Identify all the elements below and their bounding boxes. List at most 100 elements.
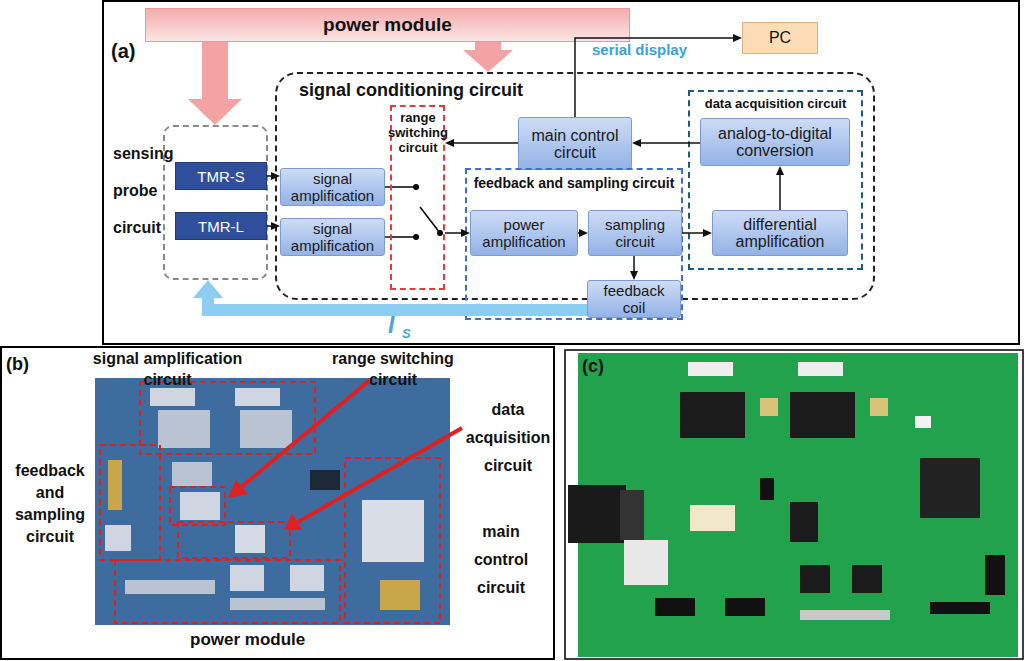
panel-label: (c) xyxy=(582,356,604,377)
power-arrow xyxy=(463,42,513,72)
relay xyxy=(624,540,668,585)
power-arrow xyxy=(188,42,242,125)
component xyxy=(172,462,212,486)
pin-header xyxy=(380,580,420,610)
ic-chip xyxy=(240,410,292,448)
process-box: signal amplification xyxy=(280,168,385,206)
signal-connector xyxy=(776,166,784,210)
process-box: feedback coil xyxy=(587,280,681,318)
regulator xyxy=(800,565,830,593)
regulator-tab xyxy=(620,490,644,540)
arrowhead xyxy=(463,50,513,72)
connector-line xyxy=(385,186,390,188)
signal-connector xyxy=(682,229,712,237)
pc-box: PC xyxy=(742,22,818,54)
arrowhead xyxy=(188,99,242,125)
signal-connector xyxy=(267,222,280,230)
connector xyxy=(798,362,843,376)
arrowhead xyxy=(193,280,223,298)
arrowhead xyxy=(703,229,712,237)
signal-connector xyxy=(578,229,588,237)
node-text: signal amplification xyxy=(286,220,379,254)
node-text: power module xyxy=(323,14,452,36)
connector-line xyxy=(682,232,703,234)
connector-line xyxy=(575,38,733,117)
arrowhead xyxy=(776,166,784,175)
node-text: data acquisition circuit xyxy=(690,96,861,111)
arrowhead xyxy=(271,222,280,230)
button xyxy=(915,416,931,428)
pin-header xyxy=(985,555,1005,595)
connector-line xyxy=(633,256,635,271)
connector-line xyxy=(578,232,579,234)
signal-connector xyxy=(632,139,700,147)
panel-frame xyxy=(103,1,1019,344)
node-text: feedback coil xyxy=(593,282,675,316)
part-label: power module xyxy=(190,630,305,650)
switch-wire xyxy=(390,236,415,238)
circuit-group: signal conditioning circuitsignal amplif… xyxy=(275,72,875,300)
ic-chip xyxy=(158,410,210,448)
signal-connector xyxy=(385,187,390,188)
heatsink xyxy=(568,485,626,543)
mcu-chip xyxy=(362,500,424,562)
leader-arrowhead xyxy=(284,513,302,530)
process-box: analog-to-digital conversion xyxy=(700,118,850,166)
signal-name: I xyxy=(388,314,394,337)
signal-connector xyxy=(267,172,280,180)
pin-header xyxy=(725,598,765,616)
regulator xyxy=(290,565,324,591)
pin-header xyxy=(655,598,695,616)
panel-label: (b) xyxy=(6,354,29,375)
node-text: power amplification xyxy=(476,216,572,250)
leader-arrow xyxy=(298,428,462,522)
regulator xyxy=(852,565,882,593)
node-text: range switching circuit xyxy=(386,110,450,155)
connector-line xyxy=(641,142,700,144)
node-text: PC xyxy=(769,29,791,47)
switch-contact xyxy=(413,184,419,190)
switch-wire xyxy=(390,186,415,188)
connector-line xyxy=(445,232,461,234)
part-label: main control circuit xyxy=(455,518,547,602)
process-box: sampling circuit xyxy=(588,210,682,256)
process-box: differential amplification xyxy=(712,210,848,256)
region-outline xyxy=(115,560,340,623)
arrowhead xyxy=(271,172,280,180)
signal-connector xyxy=(445,229,470,237)
pcb-board xyxy=(578,353,1018,657)
process-box: power amplification xyxy=(470,210,578,256)
signal-name: S xyxy=(402,327,411,340)
pcb-board xyxy=(95,378,450,625)
node-text: differential amplification xyxy=(718,216,842,250)
connector-line xyxy=(454,142,518,144)
region-outline xyxy=(178,522,290,558)
arrowhead xyxy=(579,229,588,237)
connector-line xyxy=(208,298,587,310)
region-outline xyxy=(170,487,225,525)
sensor-box: TMR-S xyxy=(175,162,267,190)
trimmer xyxy=(760,398,778,416)
feedback-current-arrow xyxy=(193,280,587,310)
switch-group: range switching circuit xyxy=(390,105,445,290)
signal-connector xyxy=(630,256,638,280)
node-text: feedback and sampling circuit xyxy=(467,175,681,191)
region-outline xyxy=(140,382,315,454)
region-outline xyxy=(345,458,440,623)
connector-line xyxy=(202,42,228,99)
connector-line xyxy=(475,42,501,50)
ic-chip xyxy=(790,502,818,542)
switch-contact xyxy=(413,234,419,240)
pin-header xyxy=(930,602,990,614)
capacitor-row xyxy=(800,610,890,620)
process-box: signal amplification xyxy=(280,218,385,256)
arrowhead xyxy=(461,229,470,237)
capacitor-row xyxy=(230,598,325,610)
leader-arrow xyxy=(240,380,370,488)
process-box: main control circuit xyxy=(518,117,632,170)
connector-line xyxy=(267,175,271,177)
ic-chip xyxy=(790,392,855,438)
pin-header xyxy=(108,460,122,510)
acquisition-group: data acquisition circuit analog-to-digita… xyxy=(688,90,863,270)
node-text: sensing probe circuit xyxy=(113,135,175,246)
